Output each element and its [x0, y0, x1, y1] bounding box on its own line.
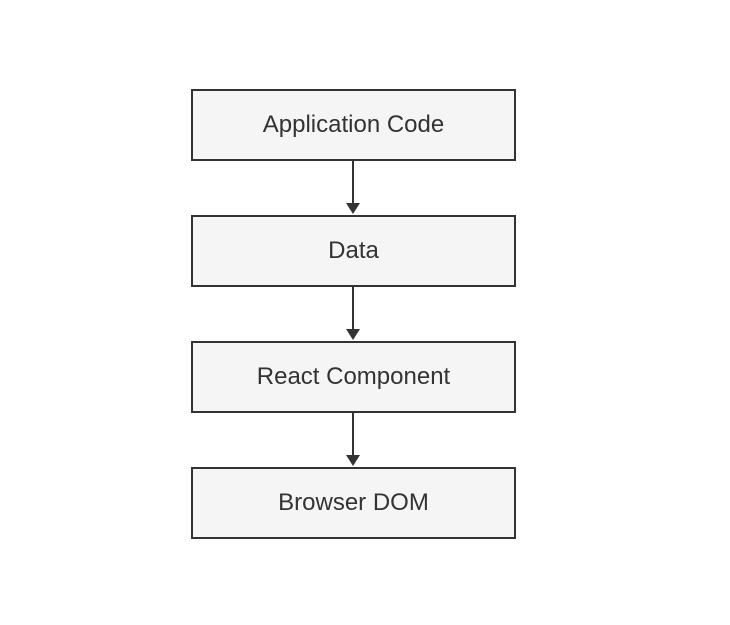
node-react-component: React Component [191, 341, 516, 413]
node-label: React Component [256, 363, 451, 390]
arrowhead-icon [346, 329, 360, 340]
node-data: Data [191, 215, 516, 287]
edge-line-application-code-to-data [352, 161, 354, 206]
node-label: Browser DOM [278, 489, 429, 516]
arrowhead-icon [346, 455, 360, 466]
node-application-code: Application Code [191, 89, 516, 161]
node-label: Data [328, 237, 379, 264]
edge-line-react-component-to-browser-dom [352, 413, 354, 458]
edge-line-data-to-react-component [352, 287, 354, 332]
node-label: Application Code [262, 111, 445, 138]
arrowhead-icon [346, 203, 360, 214]
node-browser-dom: Browser DOM [191, 467, 516, 539]
